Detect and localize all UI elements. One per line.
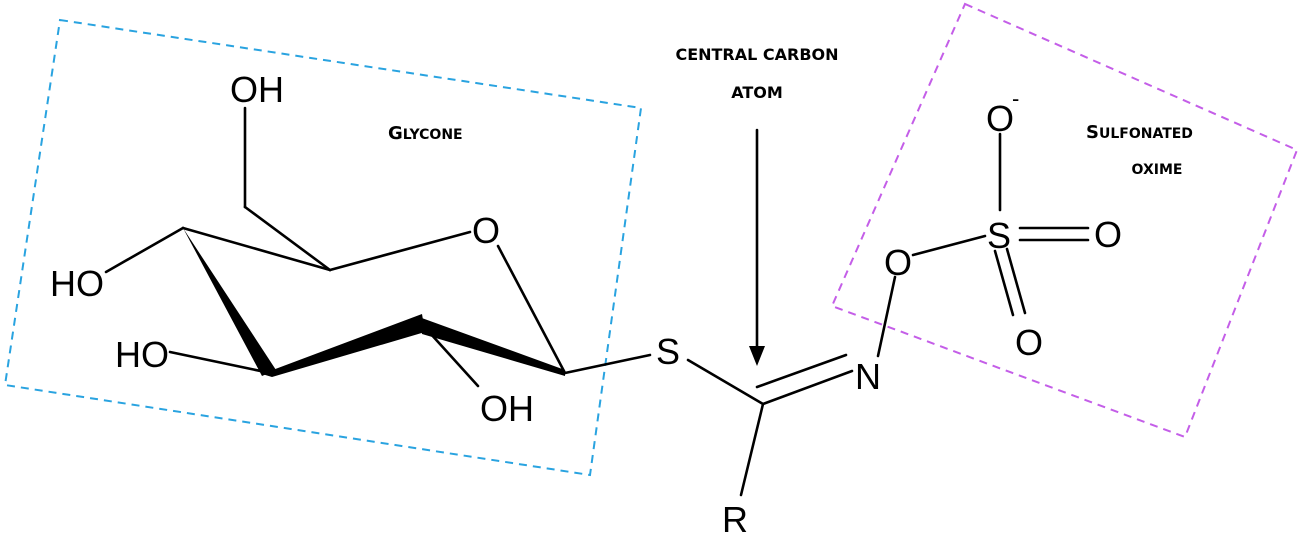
atom-ring-oxygen: O (472, 210, 500, 251)
atom-oxygen-bottom: O (1015, 322, 1043, 363)
atom-oh-bottom: OH (480, 388, 534, 429)
sulfonate-region-box (830, 2, 1299, 439)
wedge-bond-left (183, 228, 276, 376)
label-glycone-initial: G (388, 123, 403, 144)
wedge-bond-right (419, 317, 565, 376)
label-sulfonated-rest: ULFONATED (1099, 126, 1193, 142)
central-carbon-arrow (749, 128, 765, 366)
atom-sulfur-thio: S (656, 331, 680, 372)
label-glycone-rest: LYCONE (403, 127, 463, 143)
label-sulfonated-initial: S (1086, 122, 1099, 143)
atom-r-group: R (722, 499, 748, 539)
atom-nitrogen: N (855, 356, 881, 397)
label-glycone: GLYCONE (388, 123, 463, 144)
arrow-head (749, 346, 765, 366)
atom-oxygen-charge: - (1012, 86, 1019, 111)
atom-sulfur-sulfonate: S (987, 215, 1011, 256)
glycone-bonds (104, 106, 567, 388)
aglycone-bonds (563, 132, 1090, 497)
atom-ho-lower: HO (115, 334, 169, 375)
label-oxime: OXIME (1132, 162, 1183, 178)
label-central-carbon-line1: CENTRAL CARBON (675, 45, 838, 64)
wedge-bond-front (262, 314, 425, 377)
atom-oh-top: OH (230, 69, 284, 110)
atom-oxime-oxygen: O (884, 242, 912, 283)
atom-ho-left: HO (50, 263, 104, 304)
atom-oxygen-right: O (1094, 214, 1122, 255)
glycone-region-box (3, 18, 643, 477)
label-sulfonated: SULFONATED (1086, 122, 1193, 143)
label-central-carbon-line2: ATOM (731, 83, 783, 102)
atom-oxygen-top: O (986, 98, 1014, 139)
